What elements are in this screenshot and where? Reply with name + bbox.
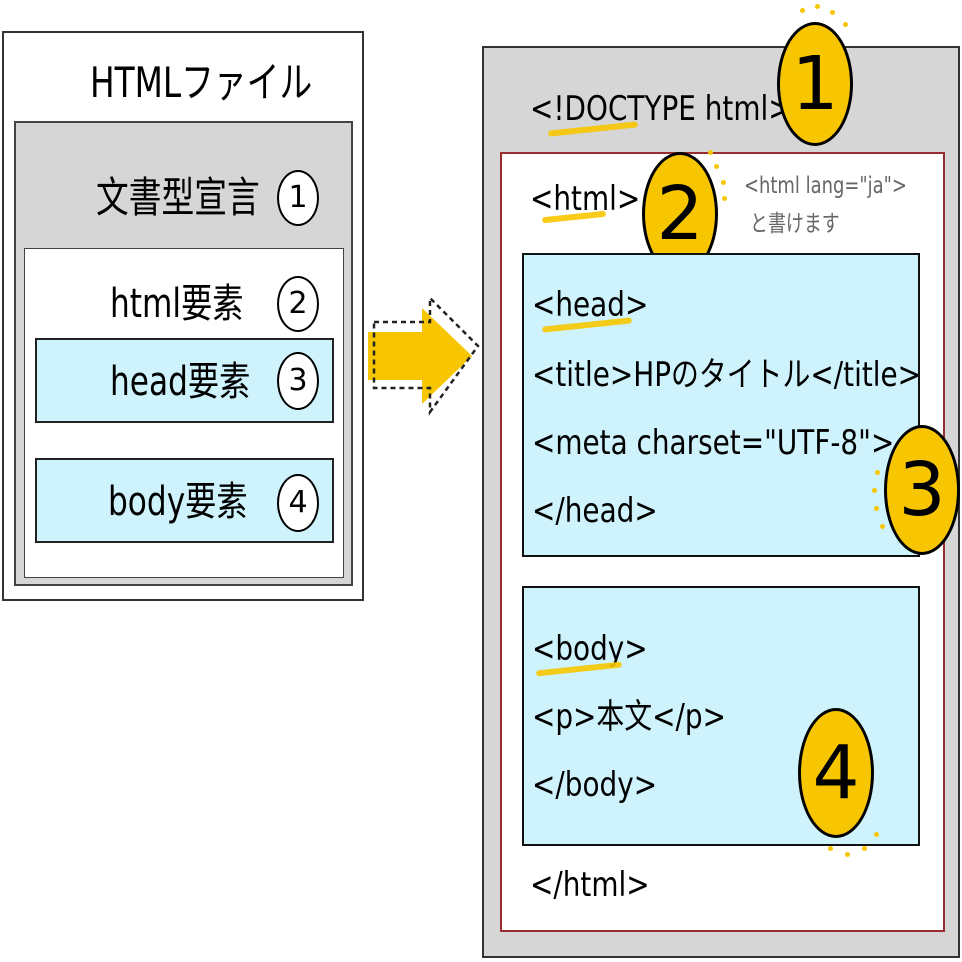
badge-3: 3 [884,425,960,555]
title-code: <title>HPのタイトル</title> [532,355,922,395]
head-open-code: <head> [532,285,649,325]
sparkle-dot [830,10,835,15]
doctype-label: 文書型宣言 [96,173,260,222]
html-element-label: html要素 [110,281,244,327]
meta-code: <meta charset="UTF-8"> [532,423,895,463]
sparkle-dot [862,846,867,851]
lang-note: <html lang="ja"> と書けます [744,173,907,237]
sparkle-dot [800,8,805,13]
number-3-circle: 3 [277,352,319,410]
number-4-circle: 4 [277,474,319,532]
sparkle-dot [845,852,850,857]
badge-4: 4 [798,708,874,838]
sparkle-dot [708,150,713,155]
sparkle-dot [880,524,885,529]
head-close-code: </head> [532,491,658,531]
body-close-code: </body> [532,765,658,805]
sparkle-dot [874,506,879,511]
doctype-code: <!DOCTYPE html> [530,89,792,129]
head-element-label: head要素 [110,359,251,405]
sparkle-dot [843,22,848,27]
sparkle-dot [828,846,833,851]
sparkle-dot [815,4,820,9]
body-open-code: <body> [532,629,648,669]
sparkle-dot [714,164,719,169]
sparkle-dot [875,470,880,475]
paragraph-code: <p>本文</p> [532,697,726,737]
sparkle-dot [721,180,726,185]
sparkle-dot [874,832,879,837]
number-2-circle: 2 [277,276,319,332]
html-file-title: HTMLファイル [90,58,313,107]
badge-1: 1 [777,22,853,146]
number-1-circle: 1 [277,170,319,226]
body-element-label: body要素 [108,479,248,525]
sparkle-dot [722,196,727,201]
sparkle-dot [872,488,877,493]
html-close-code: </html> [530,865,650,905]
right-arrow-icon [368,294,480,416]
head-code-box [522,253,920,557]
html-open-code: <html> [530,179,641,219]
